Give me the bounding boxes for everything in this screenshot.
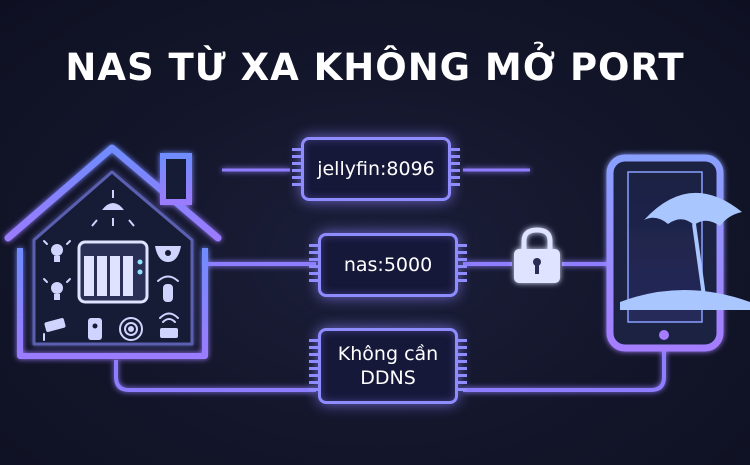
lock-icon <box>514 227 560 283</box>
dome-camera-icon <box>155 246 181 262</box>
chip-pins <box>309 339 318 393</box>
security-camera-icon <box>43 318 66 341</box>
chip-pins <box>458 244 467 286</box>
page-title: NAS TỪ XA KHÔNG MỞ PORT <box>65 46 685 89</box>
chip-pins <box>458 339 467 393</box>
nas-device-icon <box>77 240 149 304</box>
line-ddns-to-phone <box>463 348 666 392</box>
chip-label: nas:5000 <box>343 254 433 276</box>
chip-pins <box>309 244 318 286</box>
door-sensor-icon <box>88 318 102 340</box>
bulb-icon-1 <box>43 240 71 262</box>
bulb-icon-2 <box>43 278 71 300</box>
chip-pins <box>292 148 301 190</box>
smart-hub-icon <box>119 317 143 341</box>
connection-lines <box>114 168 666 392</box>
phone-icon <box>606 154 724 352</box>
chip-label-line1: Không cần <box>337 343 439 365</box>
beach-umbrella-icon <box>620 192 750 310</box>
chip-label: jellyfin:8096 <box>317 158 435 180</box>
chip-jellyfin: jellyfin:8096 <box>292 137 460 201</box>
line-house-to-ddns <box>114 360 316 392</box>
chip-no-ddns: Không cần DDNS <box>309 328 467 404</box>
smart-speaker-icon <box>157 275 179 302</box>
chip-pins <box>451 148 460 190</box>
router-icon <box>159 312 179 338</box>
chip-nas5000: nas:5000 <box>309 233 467 297</box>
ceiling-lamp-icon <box>91 190 135 227</box>
chip-label-line2: DDNS <box>360 367 416 389</box>
